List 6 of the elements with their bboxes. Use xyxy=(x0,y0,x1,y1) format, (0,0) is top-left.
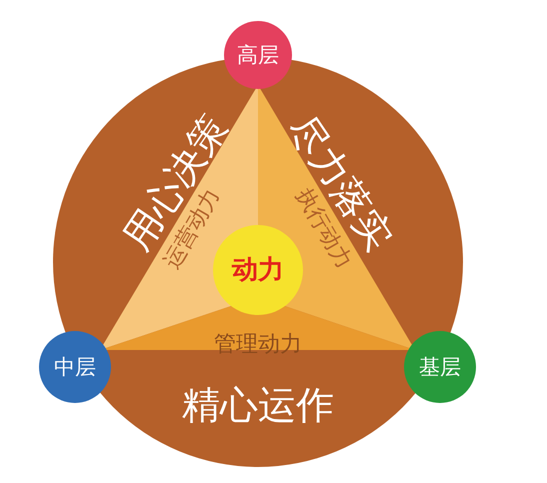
segment-label: 管理动力 xyxy=(214,334,302,356)
level-label: 高层 xyxy=(237,44,279,66)
level-label: 中层 xyxy=(54,356,96,378)
slogan-text: 精心运作 xyxy=(182,386,334,424)
level-label: 基层 xyxy=(419,356,461,378)
center-label: 动力 xyxy=(232,257,284,283)
